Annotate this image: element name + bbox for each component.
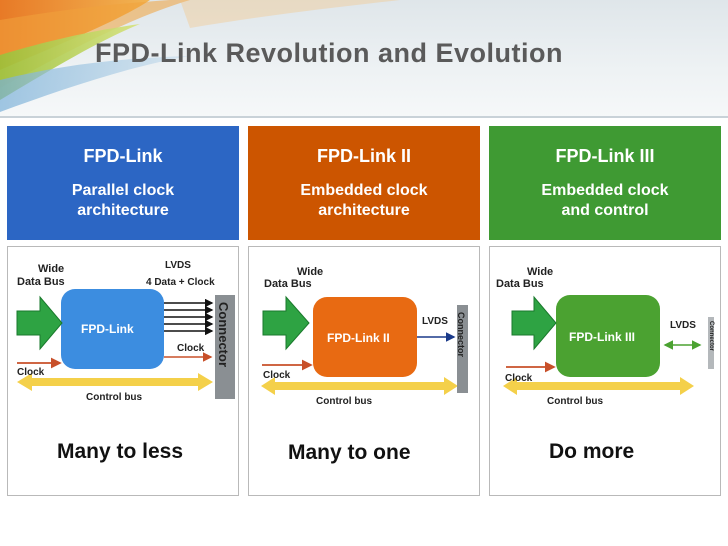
slogan: Many to one [288,441,411,464]
banner-divider [0,116,728,118]
chip-fpd-link-ii [313,297,417,377]
header-subtitle-line: Embedded clock [541,182,669,199]
header-subtitle-line: Parallel clock [71,182,175,199]
header-title: FPD-Link III [555,146,655,166]
header-subtitle-line: and control [561,202,649,219]
chip-fpd-link-iii [556,295,660,377]
wide-data-arrow [262,295,310,351]
slogan: Many to less [57,440,184,463]
header-fpd-link-iii: FPD-Link III Embedded clock and control [489,126,721,240]
connector-block [457,305,468,393]
control-bus-label: Control bus [547,396,604,407]
control-bus-label: Control bus [86,392,143,403]
diagram-fpd-link-ii [261,295,468,395]
chip-label: FPD-Link [81,322,134,336]
header-title: FPD-Link II [317,146,411,166]
header-subtitle: Embedded clock architecture [248,181,480,221]
clock-label: Clock [263,370,291,381]
slogan: Do more [549,440,635,463]
wide-label: Wide [297,266,324,278]
wide-label: Wide [527,266,554,278]
lvds-detail-label: 4 Data + Clock [146,277,215,288]
lvds-label: LVDS [165,260,191,271]
header-subtitle-line: architecture [318,202,410,219]
wide-data-arrow [16,295,63,351]
title-banner: FPD-Link Revolution and Evolution [0,0,728,118]
panel-fpd-link-ii: Wide Data Bus FPD-Link II LVDS Clock Con… [248,246,480,496]
panel-fpd-link-iii: Wide Data Bus FPD-Link III LVDS Clock Co… [489,246,721,496]
lvds-label: LVDS [422,316,448,327]
connector-label: Connector [216,302,231,367]
diagram-fpd-link [16,289,235,399]
header-subtitle-line: architecture [77,202,169,219]
connector-label: Connector [708,321,714,351]
control-bus-arrow [17,373,213,391]
panel-fpd-link: Wide Data Bus FPD-Link LVDS 4 Data + Clo… [7,246,239,496]
control-bus-arrow [503,377,694,395]
control-bus-label: Control bus [316,396,373,407]
connector-block [215,295,235,399]
connector-block [708,317,714,369]
wide-data-arrow [511,295,557,351]
clock-label: Clock [505,373,533,384]
connector-label: Connector [456,312,466,357]
diagram-fpd-link-iii [503,295,714,395]
header-subtitle: Parallel clock architecture [7,181,239,221]
header-fpd-link-ii: FPD-Link II Embedded clock architecture [248,126,480,240]
data-bus-label: Data Bus [17,276,65,288]
wide-label: Wide [38,263,65,275]
clock-out-label: Clock [177,343,205,354]
header-subtitle: Embedded clock and control [489,181,721,221]
clock-label: Clock [17,367,45,378]
control-bus-arrow [261,377,458,395]
chip-fpd-link [61,289,164,369]
chip-label: FPD-Link II [327,331,390,345]
data-bus-label: Data Bus [264,278,312,290]
header-subtitle-line: Embedded clock [300,182,428,199]
data-bus-label: Data Bus [496,278,544,290]
decorative-swirl [0,0,400,112]
lvds-lines [164,298,214,336]
header-fpd-link: FPD-Link Parallel clock architecture [7,126,239,240]
header-title: FPD-Link [83,146,163,166]
lvds-label: LVDS [670,320,696,331]
page-title: FPD-Link Revolution and Evolution [95,38,563,68]
chip-label: FPD-Link III [569,330,635,344]
